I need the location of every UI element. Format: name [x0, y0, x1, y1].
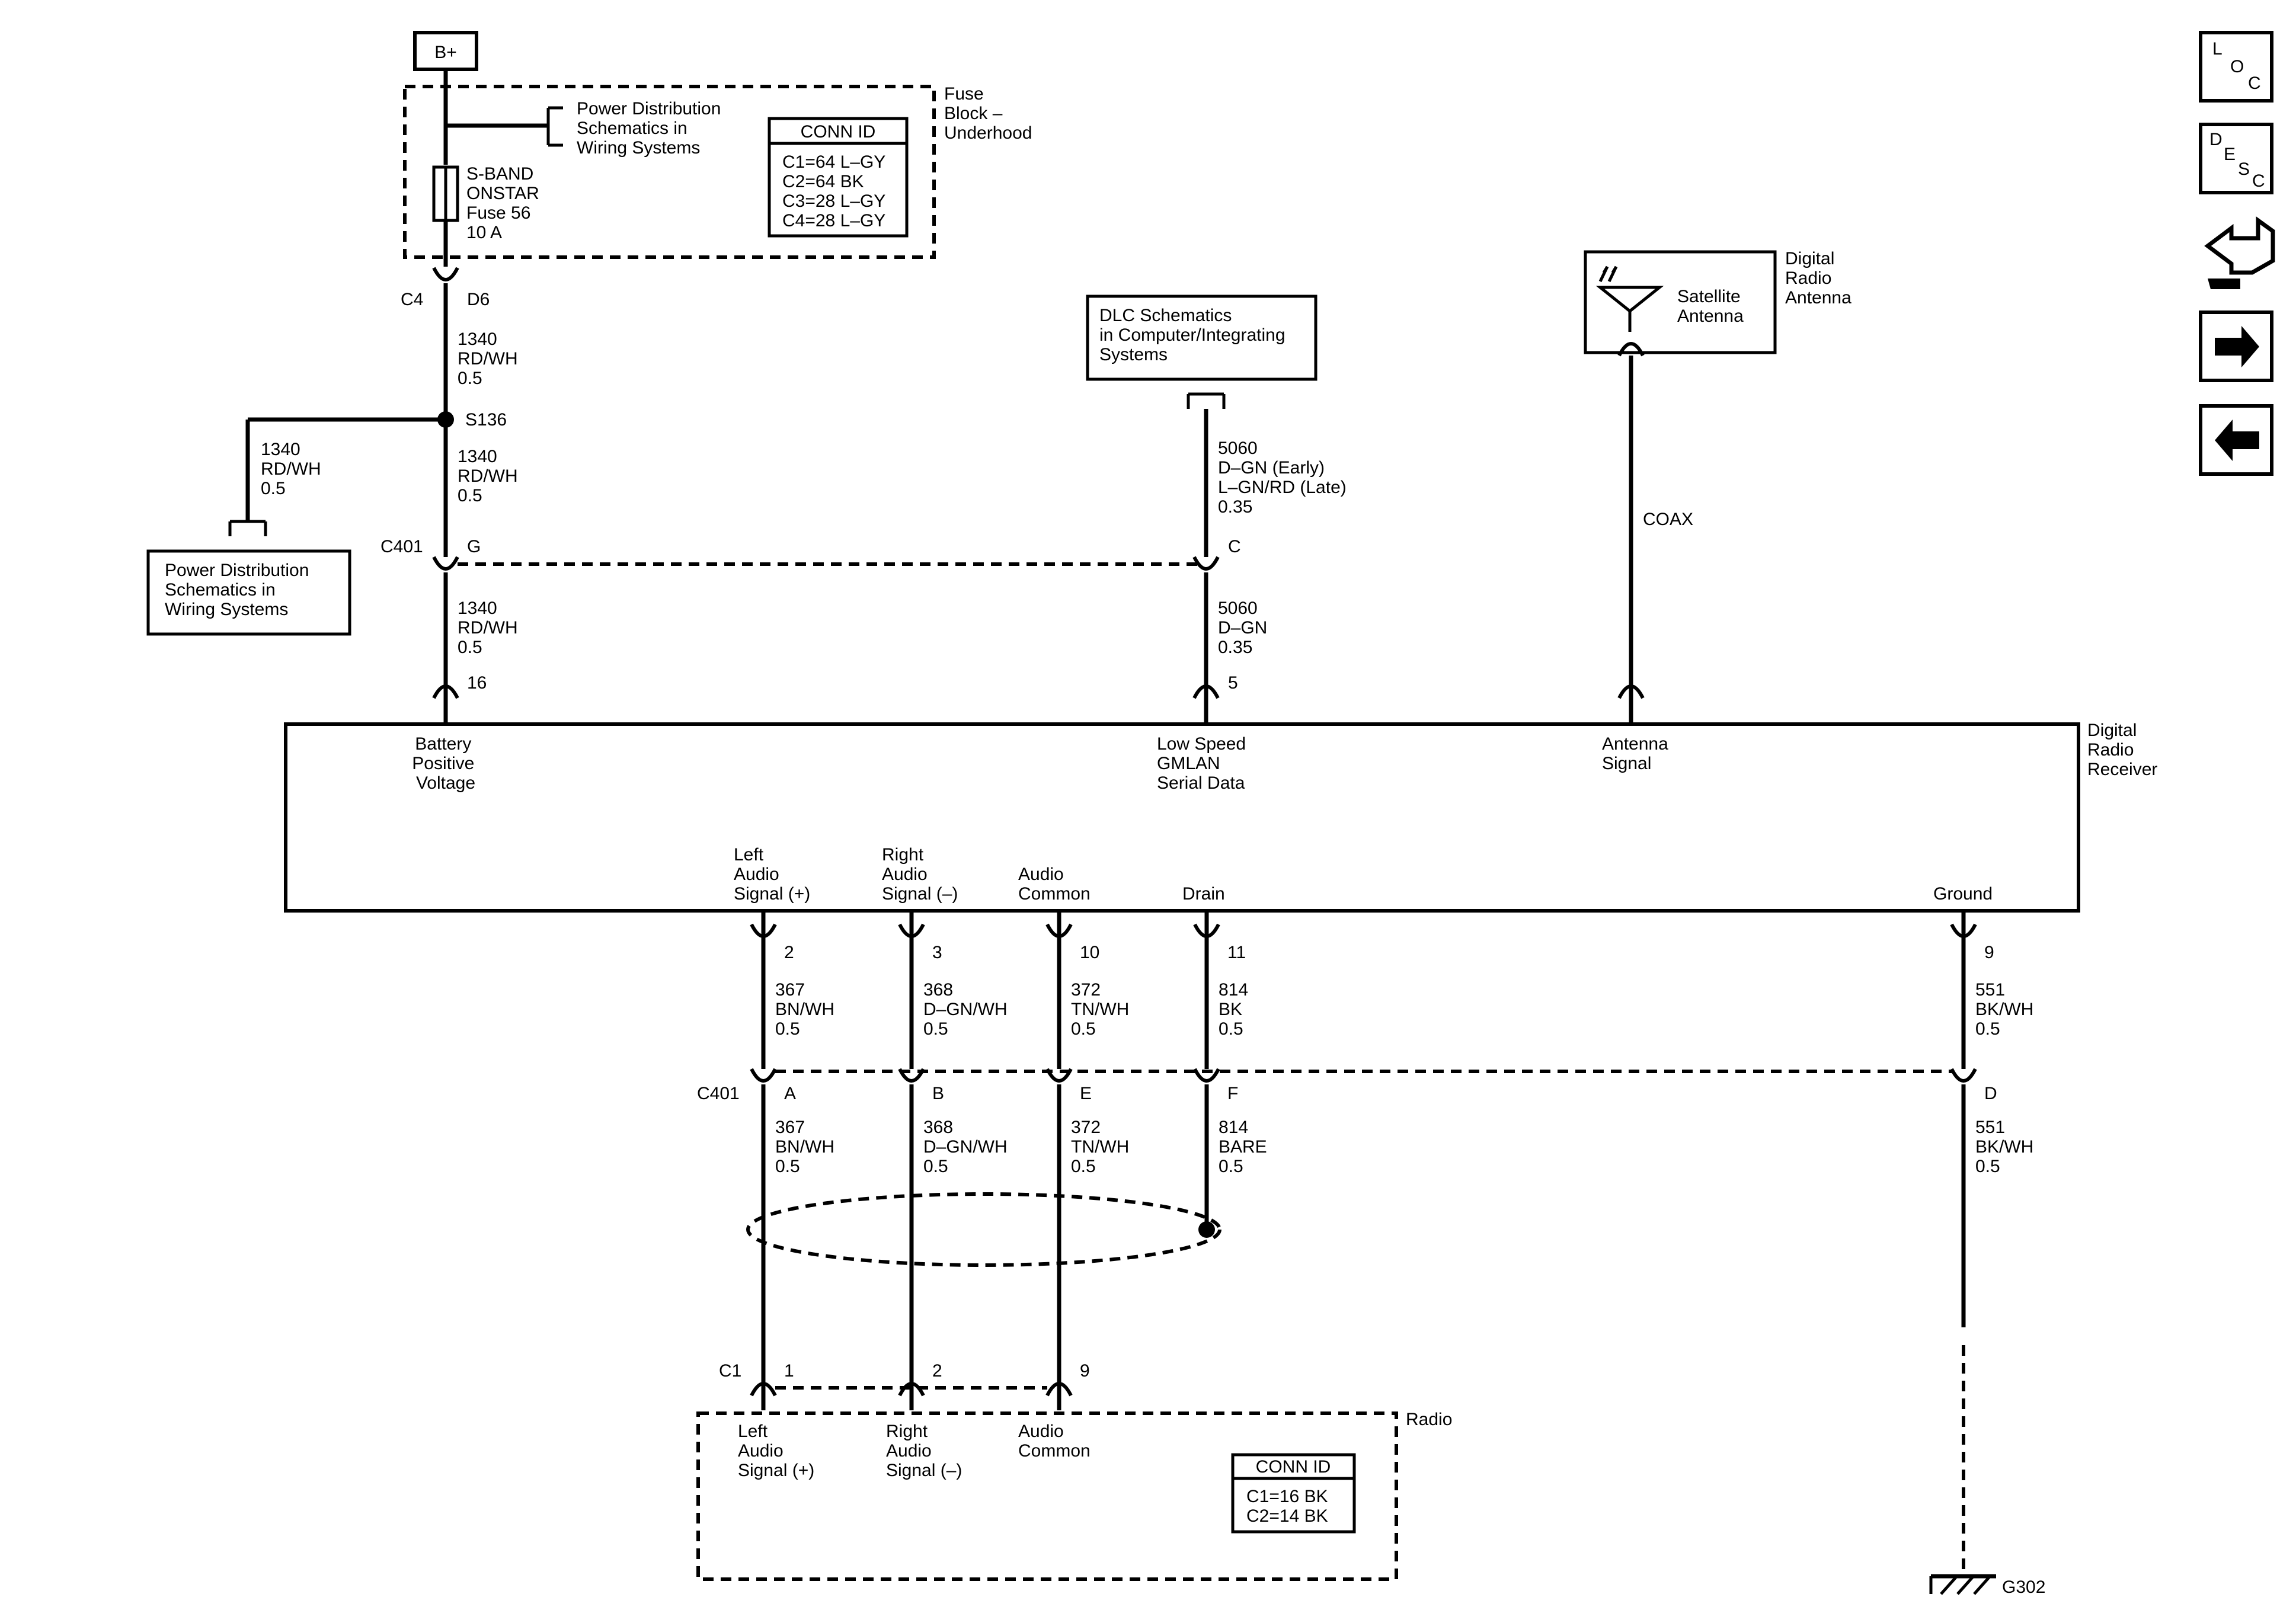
bottom-harness [746, 911, 1996, 1595]
wire-1340-c: 1340 RD/WH 0.5 [458, 598, 523, 657]
radio-pin-1: 1 [784, 1361, 794, 1381]
conn-id-list-radio: C1=16 BK C2=14 BK [1246, 1487, 1333, 1526]
wire-367-upper: 367 BN/WH 0.5 [775, 980, 839, 1039]
receiver-gmlan: Low Speed GMLAN Serial Data [1157, 734, 1251, 793]
pd-ref-top[interactable]: Power Distribution Schematics in Wiring … [577, 99, 726, 158]
conn-id-list-top: C1=64 L–GY C2=64 BK C3=28 L–GY C4=28 L–G… [782, 152, 890, 231]
conn-id-table-radio [1231, 1453, 1356, 1534]
conn-id-title-radio: CONN ID [1256, 1457, 1331, 1477]
wire-814-lower: 814 BARE 0.5 [1219, 1118, 1272, 1176]
pin-d: D [1984, 1084, 1997, 1103]
wire-551-lower: 551 BK/WH 0.5 [1975, 1118, 2039, 1176]
ground-g302-label: G302 [2002, 1577, 2045, 1597]
splice-label: S136 [465, 410, 507, 430]
conn-id-table-top [768, 117, 909, 238]
fuse-block-label: Fuse Block – Underhood [944, 84, 1032, 143]
satellite-antenna-box [1584, 250, 1777, 354]
pd-ref-left[interactable]: Power Distribution Schematics in Wiring … [165, 561, 314, 619]
fuse-block-outline [403, 85, 936, 259]
pin-e: E [1080, 1084, 1092, 1103]
wire-372-lower: 372 TN/WH 0.5 [1071, 1118, 1134, 1176]
c4-label: C4 [401, 290, 423, 309]
wire-1340-a: 1340 RD/WH 0.5 [458, 329, 523, 388]
radio-left-audio: Left Audio Signal (+) [738, 1422, 814, 1480]
dlc-ref[interactable]: DLC Schematics in Computer/Integrating S… [1099, 306, 1290, 364]
receiver-drain: Drain [1182, 884, 1225, 904]
d6-label: D6 [467, 290, 490, 309]
digital-radio-receiver [284, 722, 2080, 913]
pin-f: F [1227, 1084, 1238, 1103]
c401-bottom-label: C401 [697, 1084, 740, 1103]
pin-5: 5 [1228, 673, 1238, 693]
desc-icon[interactable]: DESC [2199, 123, 2273, 194]
wire-368-lower: 368 D–GN/WH 0.5 [923, 1118, 1012, 1176]
wire-5060-top: 5060 D–GN (Early) L–GN/RD (Late) 0.35 [1218, 438, 1351, 517]
wire-1340-b: 1340 RD/WH 0.5 [458, 447, 523, 505]
c401-top-label: C401 [380, 537, 423, 556]
pd-ref-left-box[interactable] [146, 549, 351, 636]
shield-ellipse [746, 1192, 1221, 1267]
radio-pin-9: 9 [1080, 1361, 1090, 1381]
connector-icon[interactable] [2204, 216, 2275, 289]
wire-814-upper: 814 BK 0.5 [1219, 980, 1253, 1039]
pin-9: 9 [1984, 943, 1994, 962]
digital-radio-antenna-label: Digital Radio Antenna [1785, 249, 1851, 308]
drain-splice [1198, 1221, 1215, 1238]
pin-3: 3 [932, 943, 942, 962]
pin-11: 11 [1227, 943, 1246, 962]
coax-label: COAX [1643, 510, 1693, 529]
svg-text:DESC: DESC [2209, 130, 2265, 191]
radio-right-audio: Right Audio Signal (–) [886, 1422, 962, 1480]
pin-b: B [932, 1084, 944, 1103]
loc-icon[interactable]: LOC [2199, 31, 2273, 103]
receiver-name: Digital Radio Receiver [2087, 721, 2157, 779]
pin-2: 2 [784, 943, 794, 962]
radio-audio-common: Audio Common [1018, 1422, 1091, 1461]
dlc-ref-box[interactable] [1086, 295, 1318, 381]
receiver-battery: Battery Positive Voltage [412, 734, 479, 793]
pin-16: 16 [467, 673, 487, 693]
satellite-antenna-icon [1595, 265, 1664, 332]
wire-372-upper: 372 TN/WH 0.5 [1071, 980, 1134, 1039]
svg-text:LOC: LOC [2212, 39, 2261, 93]
satellite-antenna-label: Satellite Antenna [1677, 287, 1745, 326]
conn-id-title-top: CONN ID [801, 122, 876, 142]
pin-a: A [784, 1084, 796, 1103]
wire-368-upper: 368 D–GN/WH 0.5 [923, 980, 1012, 1039]
pin-c: C [1228, 537, 1241, 556]
receiver-right-audio: Right Audio Signal (–) [882, 845, 958, 904]
c1-label: C1 [719, 1361, 741, 1381]
wire-367-lower: 367 BN/WH 0.5 [775, 1118, 839, 1176]
fuse-label: S-BAND ONSTAR Fuse 56 10 A [466, 164, 544, 242]
wire-5060-bottom: 5060 D–GN 0.35 [1218, 598, 1272, 657]
wire-551-upper: 551 BK/WH 0.5 [1975, 980, 2039, 1039]
receiver-ground: Ground [1933, 884, 1993, 904]
receiver-audio-common: Audio Common [1018, 865, 1091, 904]
radio-outline [696, 1411, 1398, 1581]
wire-1340-branch: 1340 RD/WH 0.5 [261, 440, 326, 498]
bplus-label: B+ [434, 43, 457, 62]
radio-pin-2: 2 [932, 1361, 942, 1381]
pin-10: 10 [1080, 943, 1099, 962]
radio-name: Radio [1406, 1410, 1452, 1429]
next-arrow-icon[interactable] [2199, 311, 2273, 382]
back-arrow-icon[interactable] [2199, 404, 2273, 476]
receiver-antenna: Antenna Signal [1602, 734, 1673, 773]
pin-g: G [467, 537, 481, 556]
receiver-left-audio: Left Audio Signal (+) [734, 845, 810, 904]
ground-g302-icon [1929, 1574, 1996, 1595]
